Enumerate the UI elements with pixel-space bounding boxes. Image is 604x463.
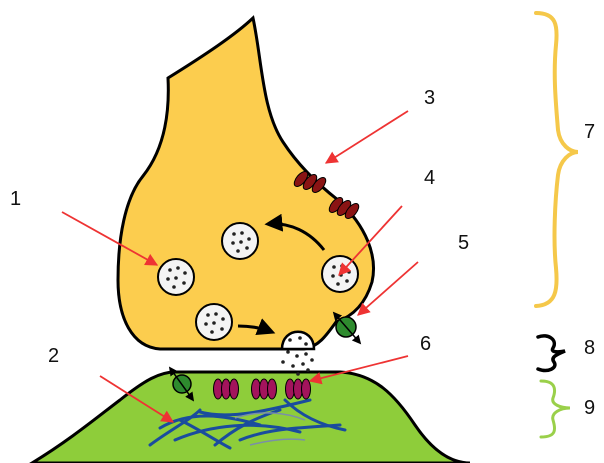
label-6: 6 <box>420 333 431 355</box>
pointer-arrow-3 <box>326 111 408 163</box>
presynaptic-terminal <box>118 18 374 349</box>
postsynaptic-receptors <box>214 379 311 399</box>
label-4: 4 <box>424 167 435 189</box>
brace-synaptic-cleft <box>538 336 565 371</box>
label-8: 8 <box>584 337 595 359</box>
label-1: 1 <box>10 188 21 210</box>
brace-postsynaptic <box>541 381 570 437</box>
label-7: 7 <box>584 121 595 143</box>
postsynaptic-membrane <box>32 372 470 463</box>
label-5: 5 <box>458 232 469 254</box>
label-3: 3 <box>424 87 435 109</box>
label-9: 9 <box>584 397 595 419</box>
label-2: 2 <box>48 345 59 367</box>
reuptake-pump-presynaptic <box>334 313 360 343</box>
brace-presynaptic <box>536 13 578 306</box>
